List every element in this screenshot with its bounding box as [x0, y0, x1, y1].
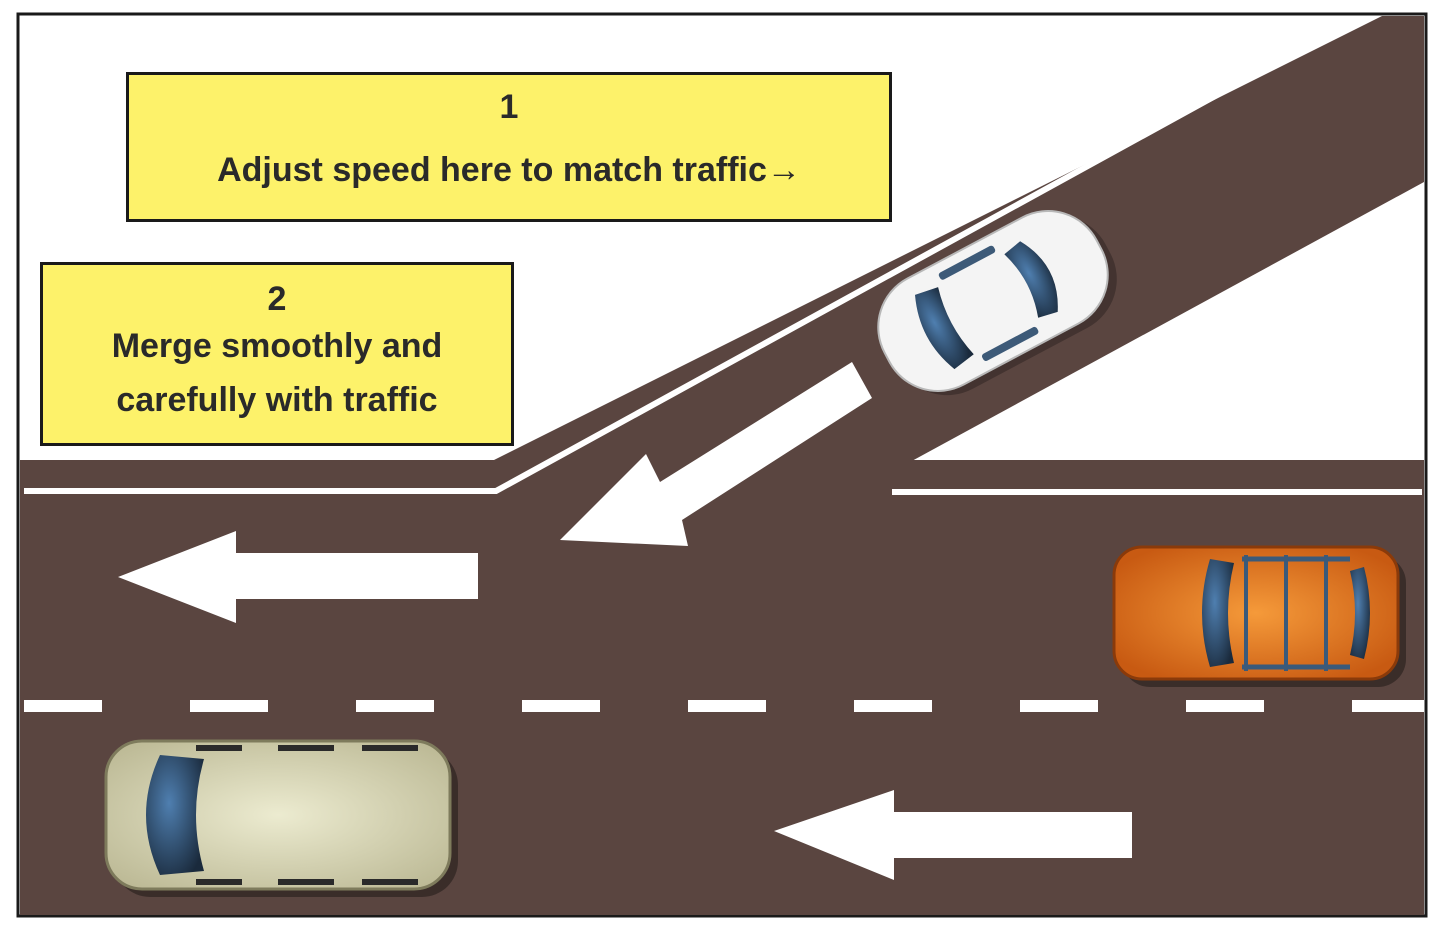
callout-merge: 2 Merge smoothly and carefully with traf… [40, 262, 514, 446]
left-arrow-icon [118, 531, 478, 623]
callout-text-line1: Merge smoothly and [111, 327, 443, 365]
callout-text-line2: carefully with traffic [116, 381, 438, 419]
callout-number: 1 [499, 88, 519, 126]
van-icon [104, 739, 458, 897]
merge-arrow-icon [560, 362, 872, 546]
car-icon [1112, 545, 1406, 687]
callout-adjust-speed: 1 Adjust speed here to match traffic→ [126, 72, 892, 222]
left-arrow-icon [774, 790, 1132, 880]
car-icon [877, 210, 1117, 396]
callout-number: 2 [267, 280, 287, 318]
ramp-edge-line [24, 19, 1352, 494]
callout-text: Adjust speed here to match traffic→ [217, 151, 801, 189]
